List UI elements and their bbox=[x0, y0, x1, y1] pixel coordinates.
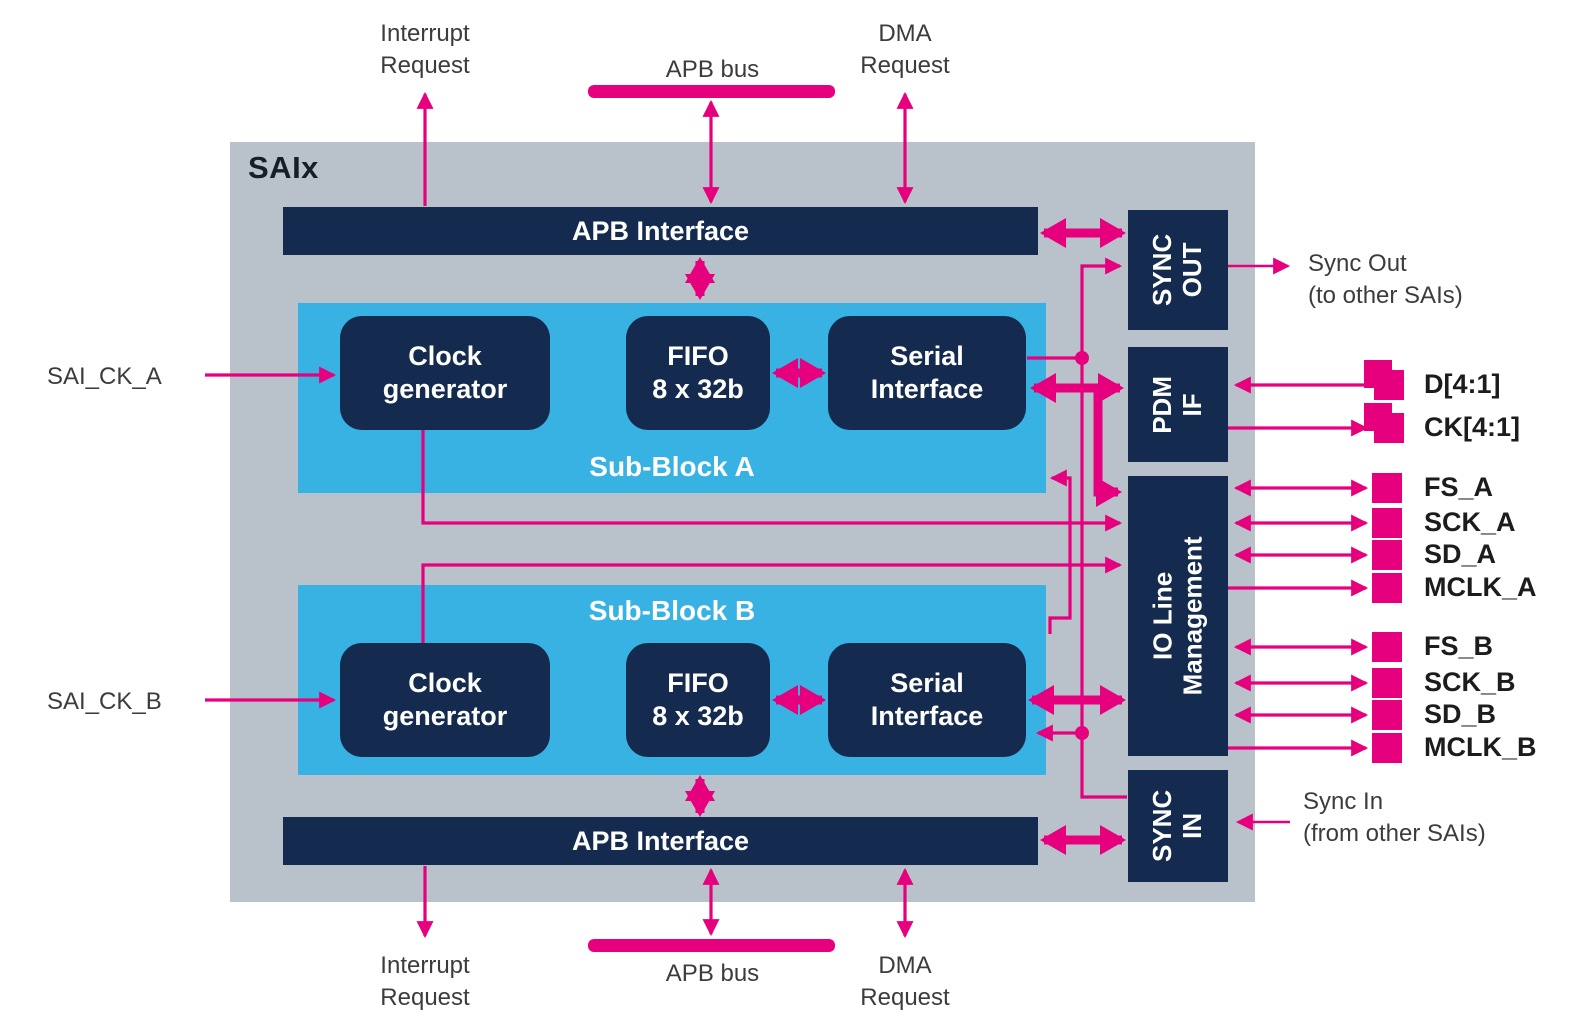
pad-mclk-b-icon bbox=[1372, 733, 1402, 763]
saix-title: SAIx bbox=[248, 150, 319, 185]
clock-generator-a-block: Clock generator bbox=[340, 316, 550, 430]
pad-d41-icon bbox=[1364, 360, 1404, 400]
pad-label-sd-a: SD_A bbox=[1424, 539, 1497, 569]
sub-block-b-title: Sub-Block B bbox=[588, 595, 756, 626]
pad-label-fs-a: FS_A bbox=[1424, 472, 1494, 502]
pdm-if-block: PDM IF bbox=[1128, 347, 1228, 462]
serial-interface-a-block: Serial Interface bbox=[828, 316, 1026, 430]
pad-sck-a-icon bbox=[1372, 508, 1402, 538]
clock-generator-b-block: Clock generator bbox=[340, 643, 550, 757]
fifo-b-block: FIFO 8 x 32b bbox=[626, 643, 770, 757]
saix-container-box bbox=[230, 142, 1255, 902]
pad-label-ck41: CK[4:1] bbox=[1424, 412, 1521, 442]
pad-ck41-icon bbox=[1364, 403, 1404, 443]
interrupt-request-bottom-label: Interrupt Request bbox=[380, 952, 470, 1011]
pad-fs-b-icon bbox=[1372, 632, 1402, 662]
io-line-management-label: IO Line Management bbox=[1147, 536, 1208, 696]
pad-sd-a-icon bbox=[1372, 540, 1402, 570]
dma-request-top-label: DMA Request bbox=[860, 20, 950, 79]
pad-fs-a-icon bbox=[1372, 473, 1402, 503]
sync-in-block: SYNC IN bbox=[1128, 770, 1228, 882]
pad-label-mclk-b: MCLK_B bbox=[1424, 732, 1537, 762]
sub-block-a-title: Sub-Block A bbox=[589, 451, 755, 482]
pad-label-sck-b: SCK_B bbox=[1424, 667, 1516, 697]
sync-in-note: Sync In (from other SAIs) bbox=[1303, 788, 1486, 847]
interrupt-request-top-label: Interrupt Request bbox=[380, 20, 470, 79]
serial-interface-b-block: Serial Interface bbox=[828, 643, 1026, 757]
pad-label-sd-b: SD_B bbox=[1424, 699, 1497, 729]
pdm-if-block-label: PDM IF bbox=[1147, 375, 1207, 434]
io-line-management-block: IO Line Management bbox=[1128, 476, 1228, 756]
sync-in-block-label: SYNC IN bbox=[1147, 789, 1207, 863]
sai-ck-b-label: SAI_CK_B bbox=[47, 688, 162, 715]
fifo-a-block: FIFO 8 x 32b bbox=[626, 316, 770, 430]
sync-out-note: Sync Out (to other SAIs) bbox=[1308, 250, 1463, 309]
pad-sck-b-icon bbox=[1372, 668, 1402, 698]
pad-label-fs-b: FS_B bbox=[1424, 631, 1494, 661]
pad-label-d41: D[4:1] bbox=[1424, 369, 1501, 399]
pad-sd-b-icon bbox=[1372, 700, 1402, 730]
sai-ck-a-label: SAI_CK_A bbox=[47, 363, 162, 390]
apb-bus-bar-bottom bbox=[588, 939, 835, 952]
sync-out-block: SYNC OUT bbox=[1128, 210, 1228, 330]
pad-label-mclk-a: MCLK_A bbox=[1424, 572, 1537, 602]
dma-request-bottom-label: DMA Request bbox=[860, 952, 950, 1011]
pad-mclk-a-icon bbox=[1372, 573, 1402, 603]
apb-bus-top-label: APB bus bbox=[665, 56, 760, 83]
apb-interface-bottom: APB Interface bbox=[283, 817, 1038, 865]
sync-out-block-label: SYNC OUT bbox=[1147, 233, 1207, 307]
apb-interface-top: APB Interface bbox=[283, 207, 1038, 255]
apb-bus-bar-top bbox=[588, 85, 835, 98]
pad-label-sck-a: SCK_A bbox=[1424, 507, 1516, 537]
apb-bus-bottom-label: APB bus bbox=[665, 960, 760, 987]
